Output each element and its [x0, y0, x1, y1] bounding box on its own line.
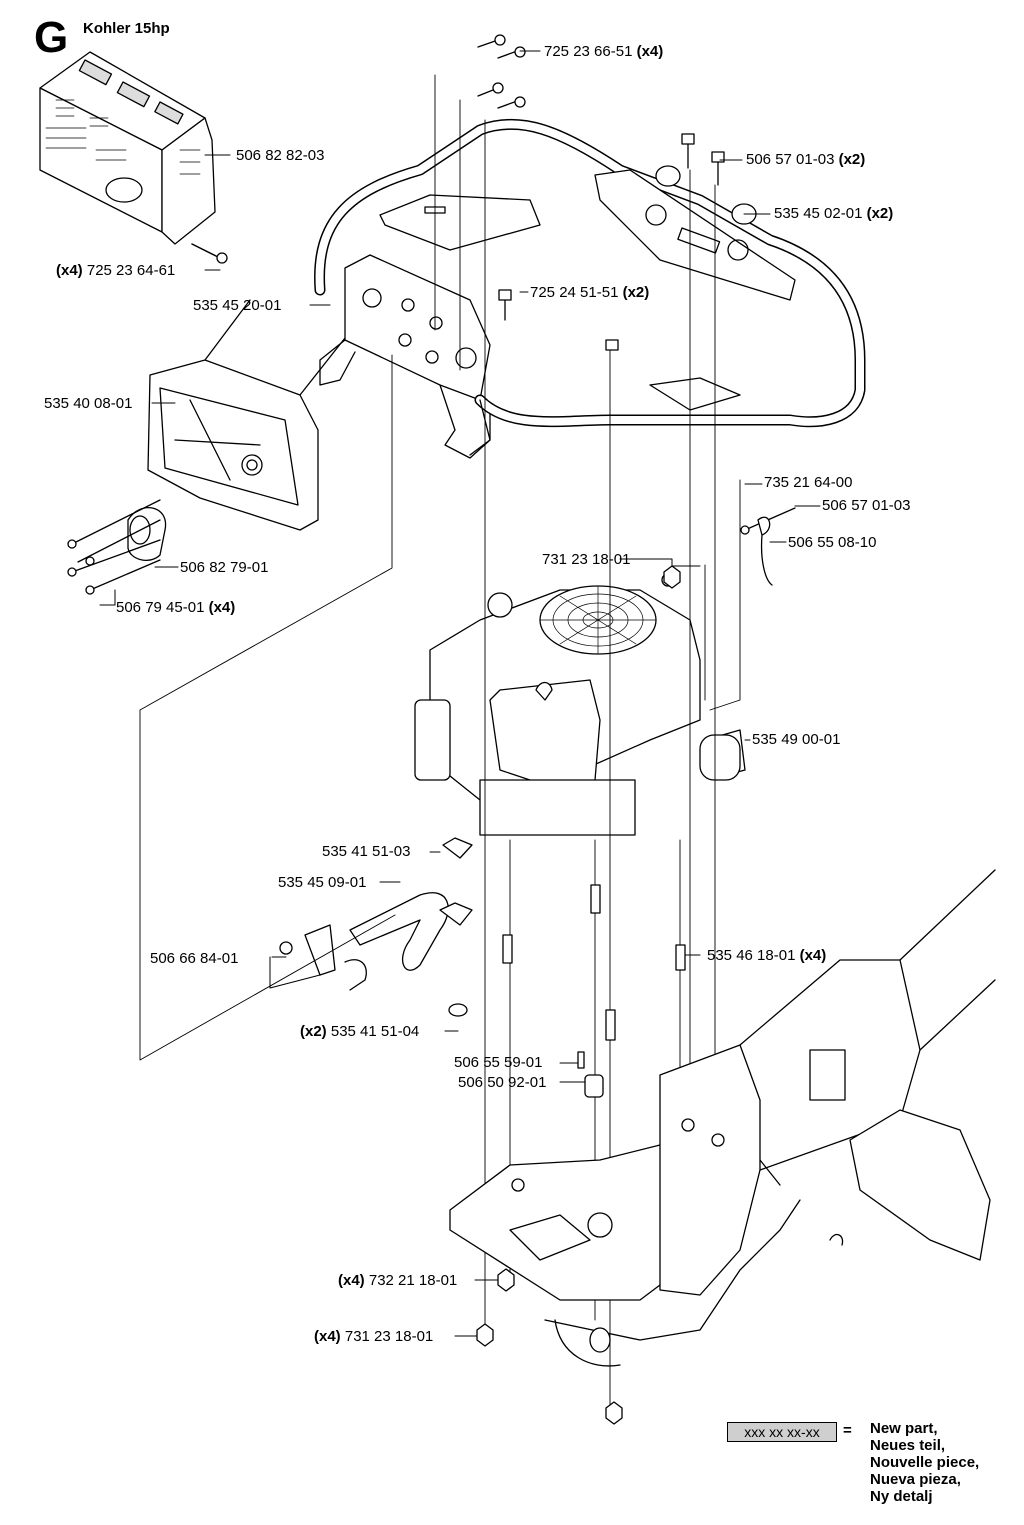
part-label-535415104[interactable]: (x2) 535 41 51-04: [300, 1023, 419, 1040]
part-number: 506 66 84-01: [150, 950, 239, 967]
ground-cable: [740, 507, 796, 586]
part-number: 731 23 18-01: [344, 1328, 434, 1345]
nuts: [476, 565, 681, 1425]
part-number: 506 55 59-01: [454, 1054, 543, 1071]
leader-lines: [99, 50, 821, 1337]
legend-equals: =: [843, 1422, 852, 1439]
part-number: 535 41 51-04: [330, 1023, 420, 1040]
part-number: 535 45 09-01: [278, 874, 367, 891]
part-qty: (x2): [300, 1023, 327, 1040]
top-bolts: [477, 34, 725, 351]
part-label-506668401[interactable]: 506 66 84-01: [150, 950, 238, 967]
part-number: 506 55 08-10: [788, 534, 877, 551]
part-number: 535 45 20-01: [193, 297, 282, 314]
part-label-535415103[interactable]: 535 41 51-03: [322, 843, 410, 860]
part-label-506570103[interactable]: 506 57 01-03: [822, 497, 910, 514]
part-qty: (x2): [866, 205, 894, 222]
part-qty: (x4): [799, 947, 827, 964]
part-label-506570103-x2[interactable]: 506 57 01-03 (x2): [746, 151, 865, 168]
part-number: 535 41 51-03: [322, 843, 411, 860]
part-number: 535 40 08-01: [44, 395, 133, 412]
legend-line: Ny detalj: [870, 1488, 933, 1505]
legend-line: New part,: [870, 1420, 938, 1437]
muffler-screws: [67, 499, 161, 595]
part-number: 732 21 18-01: [368, 1272, 458, 1289]
part-qty: (x2): [622, 284, 650, 301]
part-label-535461801[interactable]: 535 46 18-01 (x4): [707, 947, 826, 964]
legend-line: Neues teil,: [870, 1437, 946, 1454]
chassis: [449, 869, 996, 1367]
threaded-studs: [502, 884, 686, 1041]
part-label-535400801[interactable]: 535 40 08-01: [44, 395, 132, 412]
air-filter-cover: [39, 51, 228, 264]
part-number: 725 23 64-61: [86, 262, 176, 279]
part-qty: (x4): [208, 599, 236, 616]
part-qty: (x4): [314, 1328, 341, 1345]
part-label-535490001[interactable]: 535 49 00-01: [752, 731, 840, 748]
muffler: [147, 299, 346, 531]
part-qty: (x4): [56, 262, 83, 279]
new-part-legend-swatch: xxx xx xx-xx: [727, 1422, 837, 1442]
new-part-legend-text: New part, Neues teil, Nouvelle piece, Nu…: [870, 1420, 979, 1505]
part-number: 506 79 45-01: [116, 599, 205, 616]
part-qty: (x4): [636, 43, 664, 60]
part-qty: (x2): [838, 151, 866, 168]
part-label-506828203[interactable]: 506 82 82-03: [236, 147, 324, 164]
part-number: 506 82 82-03: [236, 147, 325, 164]
part-number: 506 57 01-03: [746, 151, 835, 168]
part-label-506827901[interactable]: 506 82 79-01: [180, 559, 268, 576]
part-number: 506 57 01-03: [822, 497, 911, 514]
legend-line: Nouvelle piece,: [870, 1454, 980, 1471]
part-label-735216400[interactable]: 735 21 64-00: [764, 474, 852, 491]
part-number: 506 82 79-01: [180, 559, 269, 576]
part-number: 506 50 92-01: [458, 1074, 547, 1091]
part-number: 725 24 51-51: [530, 284, 619, 301]
part-qty: (x4): [338, 1272, 365, 1289]
part-label-506555901[interactable]: 506 55 59-01: [454, 1054, 542, 1071]
spacer-parts: [577, 1051, 604, 1098]
section-letter: G: [34, 13, 69, 62]
part-number: 725 23 66-51: [544, 43, 633, 60]
part-label-506794501[interactable]: 506 79 45-01 (x4): [116, 599, 235, 616]
engine: [414, 573, 746, 836]
part-number: 535 45 02-01: [774, 205, 863, 222]
part-label-506550810[interactable]: 506 55 08-10: [788, 534, 876, 551]
part-label-535452001[interactable]: 535 45 20-01: [193, 297, 281, 314]
part-number: 535 46 18-01: [707, 947, 796, 964]
engine-model-title: Kohler 15hp: [83, 20, 170, 37]
part-label-725245151[interactable]: 725 24 51-51 (x2): [530, 284, 649, 301]
part-label-725236651[interactable]: 725 23 66-51 (x4): [544, 43, 663, 60]
part-label-535450901[interactable]: 535 45 09-01: [278, 874, 366, 891]
part-number: 735 21 64-00: [764, 474, 853, 491]
part-label-725236461[interactable]: (x4) 725 23 64-61: [56, 262, 175, 279]
part-label-732211801[interactable]: (x4) 732 21 18-01: [338, 1272, 457, 1289]
exhaust-parts: [279, 837, 473, 1017]
legend-line: Nueva pieza,: [870, 1471, 961, 1488]
part-label-731231801-top[interactable]: 731 23 18-01: [542, 551, 630, 568]
part-number: 731 23 18-01: [542, 551, 631, 568]
part-label-506509201[interactable]: 506 50 92-01: [458, 1074, 546, 1091]
heat-shield: [319, 254, 491, 459]
part-number: 535 49 00-01: [752, 731, 841, 748]
part-label-535450201[interactable]: 535 45 02-01 (x2): [774, 205, 893, 222]
part-label-731231801-bottom[interactable]: (x4) 731 23 18-01: [314, 1328, 433, 1345]
